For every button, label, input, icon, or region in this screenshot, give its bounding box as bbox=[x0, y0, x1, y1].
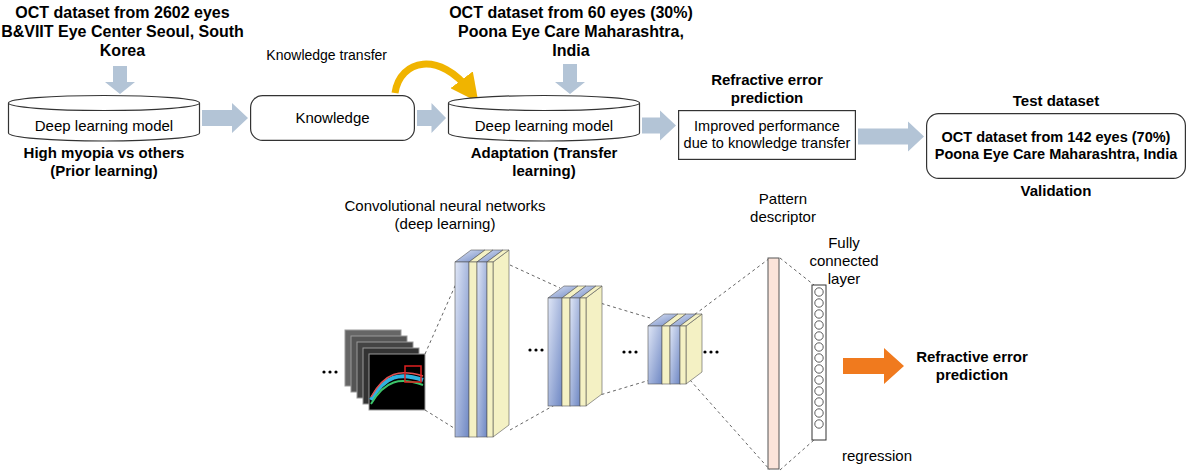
free-label: Pattern descriptor bbox=[740, 190, 826, 226]
free-label: OCT dataset from 60 eyes (30%) Poona Eye… bbox=[440, 3, 702, 61]
flow-arrow bbox=[642, 111, 676, 141]
free-label: Convolutional neural networks (deep lear… bbox=[330, 197, 560, 233]
model-cylinder: Deep learning modelAdaptation (Transfer … bbox=[448, 95, 640, 141]
ellipsis-dots bbox=[528, 348, 718, 353]
process-box: Refractive error predictionImproved perf… bbox=[678, 110, 856, 160]
box-heading: High myopia vs others (Prior learning) bbox=[4, 144, 204, 180]
flow-arrow bbox=[417, 103, 446, 133]
box-text: OCT dataset from 142 eyes (70%) Poona Ey… bbox=[926, 129, 1186, 164]
box-text: Deep learning model bbox=[448, 117, 640, 135]
box-text: Improved performance due to knowledge tr… bbox=[678, 118, 856, 153]
fc-neurons bbox=[815, 288, 823, 428]
free-label: regression bbox=[832, 447, 922, 465]
model-cylinder: Deep learning modelHigh myopia vs others… bbox=[8, 95, 200, 141]
free-label: OCT dataset from 2602 eyes B&VIIT Eye Ce… bbox=[0, 3, 245, 61]
edge-label: Knowledge transfer bbox=[266, 47, 387, 64]
free-label: Refractive error prediction bbox=[906, 348, 1038, 384]
process-box: Knowledge bbox=[250, 95, 415, 141]
box-text: Knowledge bbox=[250, 109, 415, 127]
transfer-arrow bbox=[395, 64, 470, 93]
oct-image-stack bbox=[322, 330, 425, 410]
box-text: Deep learning model bbox=[8, 117, 200, 135]
flow-arrow bbox=[858, 122, 924, 152]
input-arrow bbox=[105, 66, 135, 94]
free-label: Fully connected layer bbox=[806, 234, 882, 288]
box-heading: Refractive error prediction bbox=[692, 71, 842, 107]
box-heading: Test dataset bbox=[1013, 92, 1099, 110]
box-heading: Adaptation (Transfer learning) bbox=[469, 144, 619, 180]
dashed-guides bbox=[425, 252, 814, 470]
process-box: Test datasetOCT dataset from 142 eyes (7… bbox=[926, 113, 1186, 179]
fc-layer bbox=[812, 285, 826, 440]
conv-layers bbox=[455, 250, 702, 437]
output-arrow bbox=[843, 348, 904, 384]
input-arrow bbox=[555, 64, 585, 94]
flow-arrow bbox=[202, 103, 248, 133]
pattern-descriptor-bar bbox=[768, 258, 779, 469]
box-heading: Validation bbox=[1021, 182, 1092, 200]
